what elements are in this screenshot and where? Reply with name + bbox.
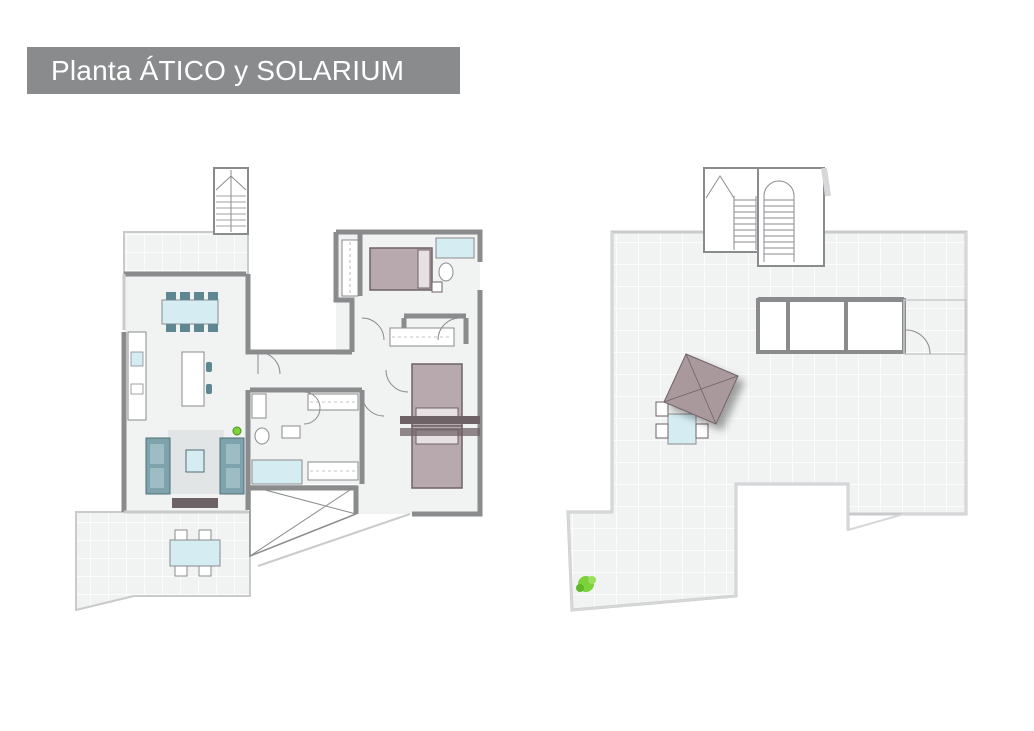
shower-icon — [435, 237, 475, 259]
coffee-table — [185, 449, 205, 473]
bar-stools — [206, 362, 212, 394]
dining-table-icon — [169, 529, 221, 577]
bathtub — [251, 393, 267, 419]
bed-icon — [369, 247, 443, 293]
shower-icon — [251, 459, 303, 485]
closet — [307, 393, 359, 411]
door-swing-icon — [257, 317, 461, 425]
dining-table-icon — [161, 292, 219, 332]
south-terrace — [75, 511, 251, 612]
north-terrace — [123, 231, 249, 275]
utility-rooms — [756, 298, 906, 354]
attic-plan — [75, 167, 483, 612]
solarium-terrace — [566, 230, 968, 612]
bed-icon — [400, 363, 480, 489]
dining-table-icon — [655, 401, 709, 445]
kitchen-island — [181, 351, 205, 407]
shed — [903, 299, 967, 355]
closet — [307, 461, 359, 481]
walls — [121, 229, 483, 517]
umbrella-set — [655, 353, 739, 445]
tv-unit — [172, 498, 218, 508]
plant-icon — [232, 426, 242, 436]
solarium-plan — [566, 167, 968, 612]
stair-icon — [213, 167, 249, 235]
toilet-icon — [438, 262, 454, 282]
title-banner: Planta ÁTICO y SOLARIUM — [27, 47, 460, 94]
sink — [281, 425, 301, 439]
page-title: Planta ÁTICO y SOLARIUM — [51, 54, 405, 86]
kitchen-counter — [127, 331, 147, 421]
plant-icon — [576, 576, 596, 592]
stair-icon — [703, 167, 831, 267]
door-swing-icon — [905, 329, 931, 355]
toilet-icon — [254, 427, 270, 445]
sofa-icon — [145, 437, 245, 495]
umbrella-icon — [663, 353, 739, 425]
